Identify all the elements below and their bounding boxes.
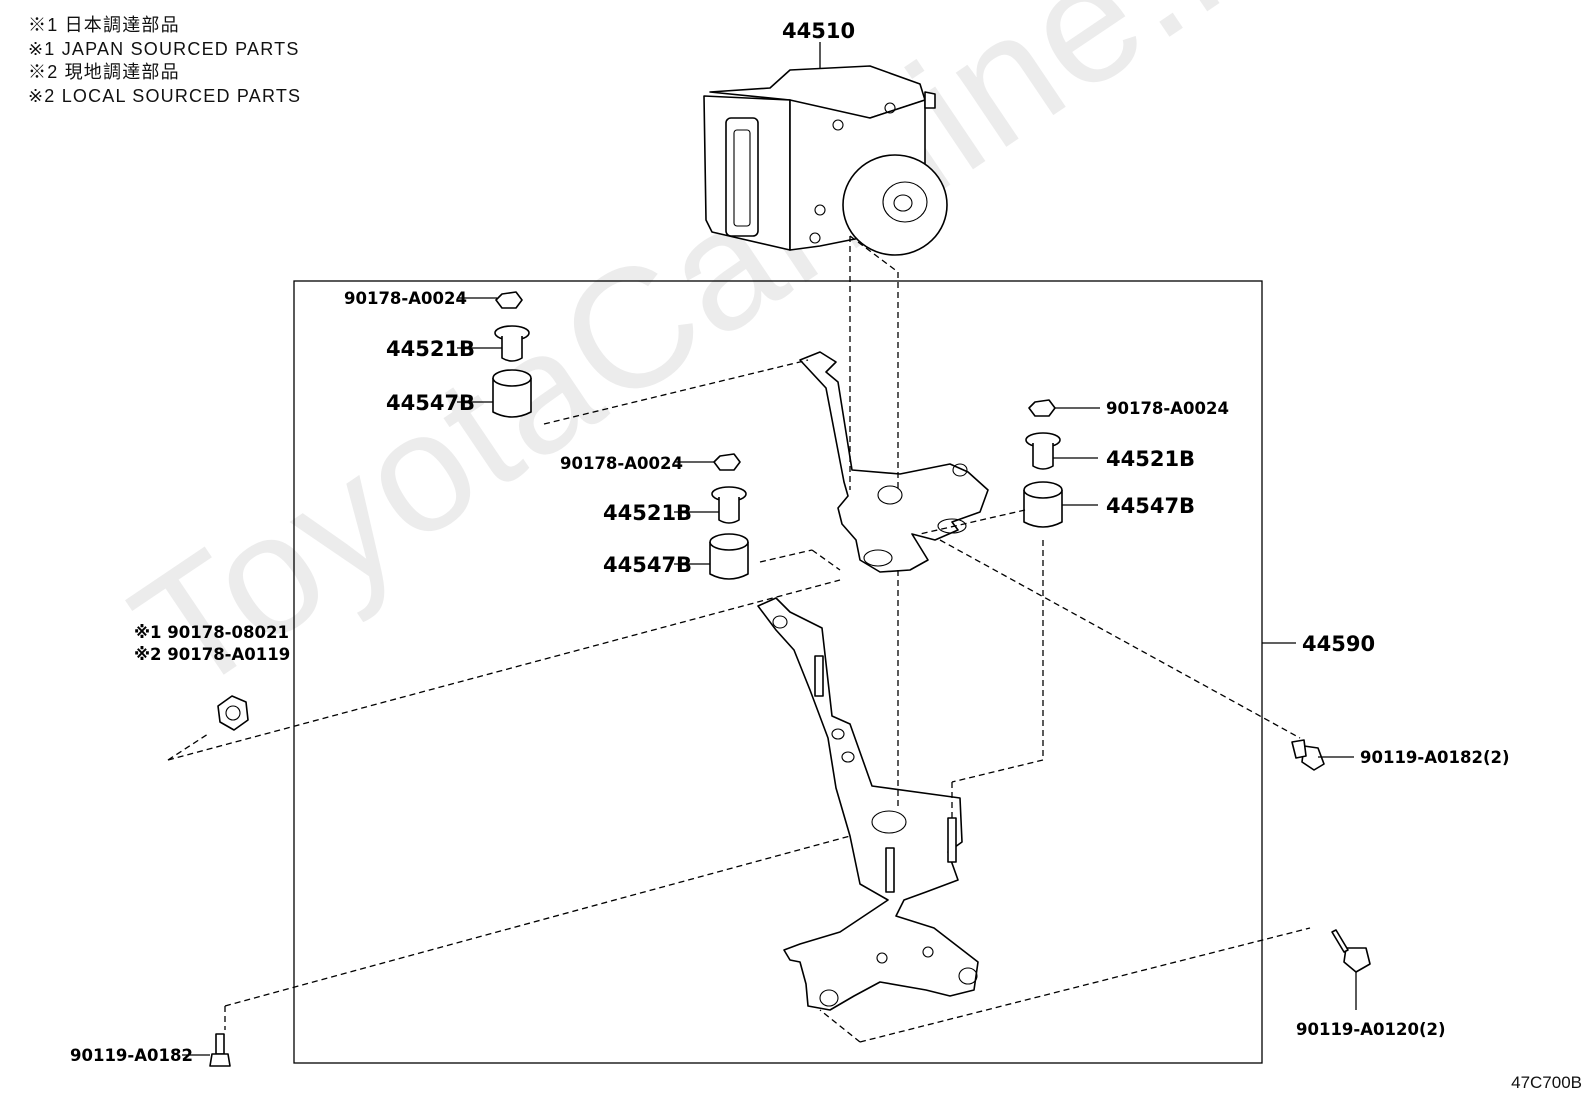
spacer-c-drawing[interactable] [1023, 481, 1063, 528]
assembly-frame [293, 280, 1263, 1064]
label-bolt-right: 90119-A0182(2) [1360, 748, 1510, 767]
lower-bracket-drawing[interactable] [757, 597, 979, 1011]
label-spacer-a: 44547B [386, 391, 475, 415]
flange-nut-drawing[interactable] [217, 695, 249, 731]
label-nut-right: 90178-A0024 [1106, 399, 1229, 418]
nut-middle-drawing[interactable] [713, 453, 741, 471]
spacer-b-drawing[interactable] [709, 533, 749, 580]
legend-line-4: ※2 LOCAL SOURCED PARTS [28, 85, 302, 106]
legend-line-3: ※2 現地調達部品 [28, 62, 180, 82]
cushion-c-drawing[interactable] [1025, 432, 1061, 470]
label-nut-top-left: 90178-A0024 [344, 289, 467, 308]
cushion-a-drawing[interactable] [494, 325, 530, 362]
leader-lines [182, 42, 1357, 1056]
abs-actuator-drawing[interactable] [703, 65, 948, 256]
label-cushion-a: 44521B [386, 337, 475, 361]
label-nut-middle: 90178-A0024 [560, 454, 683, 473]
label-spacer-b: 44547B [603, 553, 692, 577]
label-cushion-c: 44521B [1106, 447, 1195, 471]
nut-right-drawing[interactable] [1028, 399, 1056, 417]
cushion-b-drawing[interactable] [711, 486, 747, 524]
label-nut-local: ※2 90178-A0119 [134, 645, 290, 664]
spacer-a-drawing[interactable] [492, 369, 532, 418]
nut-top-left-drawing[interactable] [495, 291, 523, 309]
label-44510: 44510 [782, 19, 855, 43]
legend-line-1: ※1 日本調達部品 [28, 15, 180, 35]
bolt-right-drawing[interactable] [1291, 739, 1325, 771]
label-bolt-bottom-right: 90119-A0120(2) [1296, 1020, 1446, 1039]
label-44590: 44590 [1302, 632, 1375, 656]
label-cushion-b: 44521B [603, 501, 692, 525]
figure-id: 47C700B [1511, 1073, 1582, 1092]
label-nut-japan: ※1 90178-08021 [134, 623, 289, 642]
label-bolt-bottom-left: 90119-A0182 [70, 1046, 193, 1065]
upper-bracket-drawing[interactable] [799, 351, 989, 573]
bolt-bottom-left-drawing[interactable] [209, 1033, 231, 1067]
alignment-lines [167, 235, 1311, 1043]
legend: ※1 日本調達部品 ※1 JAPAN SOURCED PARTS ※2 現地調達… [28, 14, 301, 108]
bolt-bottom-right-drawing[interactable] [1331, 929, 1371, 973]
legend-line-2: ※1 JAPAN SOURCED PARTS [28, 38, 300, 59]
label-spacer-c: 44547B [1106, 494, 1195, 518]
